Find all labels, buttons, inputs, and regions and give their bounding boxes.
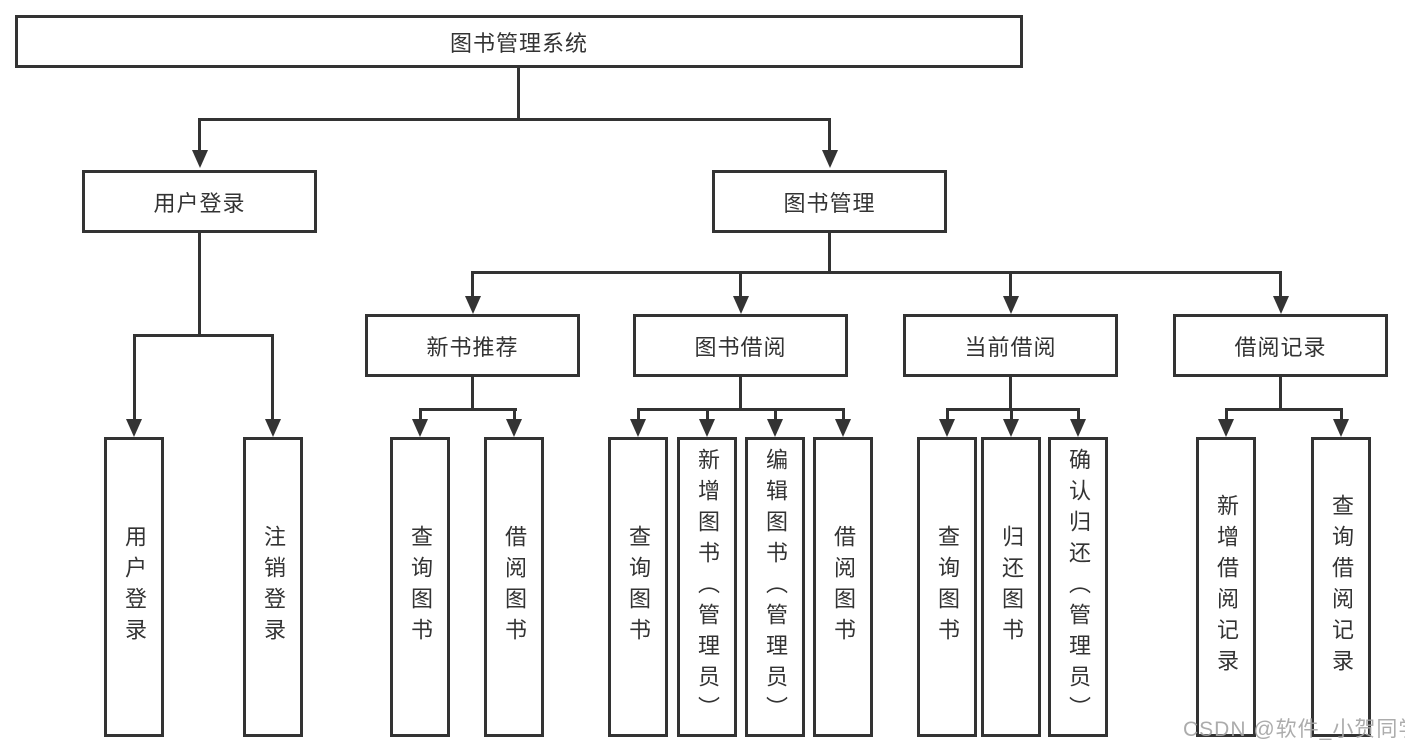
arrow-down-icon [1218,419,1234,437]
connector-line [198,118,831,121]
node-label: 借阅记录 [1234,334,1327,360]
node-book-management: 图书管理 [712,170,947,233]
node-book-borrowing: 图书借阅 [633,314,848,377]
connector-line [1010,408,1013,421]
leaf-query-books-current: 查询图书 [917,437,977,737]
connector-line [198,120,201,152]
arrow-down-icon [630,419,646,437]
leaf-logout-login: 注销登录 [243,437,303,737]
node-label: 新增图书（管理员） [695,447,720,727]
connector-line [198,233,201,337]
arrow-down-icon [939,419,955,437]
node-label: 当前借阅 [964,334,1057,360]
arrow-down-icon [192,150,208,168]
connector-line [419,408,517,411]
connector-line [1225,408,1343,411]
leaf-query-borrow-record: 查询借阅记录 [1311,437,1371,737]
connector-line [739,377,742,410]
connector-line [637,408,845,411]
node-label: 注销登录 [261,525,286,649]
arrow-down-icon [1070,419,1086,437]
arrow-down-icon [1273,296,1289,314]
leaf-add-books-admin: 新增图书（管理员） [677,437,737,737]
connector-line [1077,408,1080,421]
leaf-edit-books-admin: 编辑图书（管理员） [745,437,805,737]
connector-line [842,408,845,421]
node-label: 编辑图书（管理员） [763,447,788,727]
node-label: 查询图书 [935,525,960,649]
arrow-down-icon [1333,419,1349,437]
connector-line [271,334,274,421]
arrow-down-icon [767,419,783,437]
leaf-borrow-books-borrow: 借阅图书 [813,437,873,737]
node-label: 图书管理系统 [449,30,588,56]
connector-line [1009,377,1012,410]
leaf-return-books: 归还图书 [981,437,1041,737]
connector-line [637,408,640,421]
node-current-borrowing: 当前借阅 [903,314,1118,377]
connector-line [517,68,520,121]
node-borrowing-records: 借阅记录 [1173,314,1388,377]
node-label: 查询图书 [408,525,433,649]
node-label: 归还图书 [999,525,1024,649]
leaf-query-books-borrow: 查询图书 [608,437,668,737]
node-label: 图书管理 [783,190,876,216]
arrow-down-icon [465,296,481,314]
arrow-down-icon [1003,419,1019,437]
node-label: 新书推荐 [426,334,519,360]
connector-line [133,334,136,421]
leaf-add-borrow-record: 新增借阅记录 [1196,437,1256,737]
connector-line [774,408,777,421]
arrow-down-icon [835,419,851,437]
node-root: 图书管理系统 [15,15,1023,68]
node-label: 图书借阅 [694,334,787,360]
arrow-down-icon [412,419,428,437]
arrow-down-icon [126,419,142,437]
connector-line [706,408,709,421]
node-label: 借阅图书 [502,525,527,649]
node-label: 用户登录 [122,525,147,649]
connector-line [946,408,1080,411]
connector-line [946,408,949,421]
connector-line [471,271,474,298]
arrow-down-icon [265,419,281,437]
node-label: 确认归还（管理员） [1066,447,1091,727]
node-user-login: 用户登录 [82,170,317,233]
connector-line [1279,271,1282,298]
connector-line [471,271,1282,274]
leaf-query-books-recommend: 查询图书 [390,437,450,737]
node-label: 查询借阅记录 [1329,494,1354,680]
connector-line [1225,408,1228,421]
node-new-book-recommendation: 新书推荐 [365,314,580,377]
leaf-borrow-books-recommend: 借阅图书 [484,437,544,737]
connector-line [471,377,474,410]
node-label: 借阅图书 [831,525,856,649]
arrow-down-icon [733,296,749,314]
arrow-down-icon [822,150,838,168]
connector-line [828,120,831,152]
connector-line [133,334,274,337]
connector-line [1340,408,1343,421]
connector-line [828,233,831,274]
node-label: 新增借阅记录 [1214,494,1239,680]
arrow-down-icon [506,419,522,437]
leaf-confirm-return-admin: 确认归还（管理员） [1048,437,1108,737]
connector-line [1009,271,1012,298]
arrow-down-icon [699,419,715,437]
leaf-user-login: 用户登录 [104,437,164,737]
node-label: 用户登录 [153,190,246,216]
arrow-down-icon [1003,296,1019,314]
watermark: CSDN @软件_小贺同学 [1183,718,1405,741]
connector-line [513,408,516,421]
connector-line [419,408,422,421]
connector-line [739,271,742,298]
node-label: 查询图书 [626,525,651,649]
connector-line [1279,377,1282,410]
